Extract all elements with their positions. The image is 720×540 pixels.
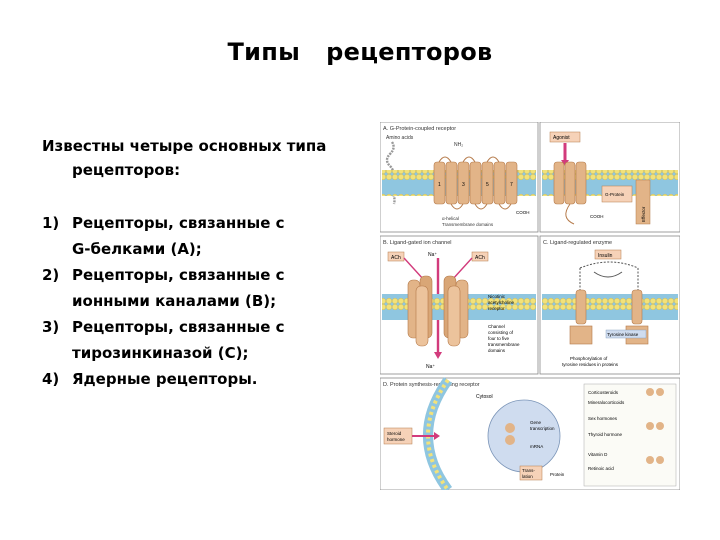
nucleus xyxy=(487,399,561,473)
list-item: 4) Ядерные рецепторы. xyxy=(42,366,342,392)
nucleus-label-2: transcription xyxy=(530,426,555,431)
effector-label: Effector xyxy=(641,206,646,222)
helix-label-3: 3 xyxy=(462,182,465,188)
ion-bottom-label: Na⁺ xyxy=(426,364,435,370)
list-item-line-1: Рецепторы, связанные с xyxy=(72,318,285,336)
helix-label-5: 5 xyxy=(486,182,489,188)
receptor-diagram-figure: A. G-Protein-coupled receptor Amino acid… xyxy=(380,122,680,490)
panel-a-agonist: Agonist COOH G-Protein Effector xyxy=(539,122,680,233)
tm-label-1: α-helical xyxy=(442,216,459,221)
list-item-number: 3) xyxy=(42,318,60,336)
b-label-1: Nicotinic xyxy=(488,294,506,299)
phos-label-1: Phosphorylation of xyxy=(570,356,608,361)
tm-label-2: Transmembrane domains xyxy=(442,222,494,227)
legend-item-3: Sex hormones xyxy=(588,416,618,421)
receptor-types-list: 1) Рецепторы, связанные с G-белками (А);… xyxy=(42,210,342,392)
list-item-line-1: Рецепторы, связанные с xyxy=(72,266,285,284)
list-item-line-2: G-белками (А); xyxy=(72,240,202,258)
legend-item-6: Retinoic acid xyxy=(588,466,614,471)
translation-label-1: Trans- xyxy=(522,468,535,473)
list-item-line-1: Ядерные рецепторы. xyxy=(72,370,258,388)
agonist-label: Agonist xyxy=(553,135,570,141)
mrna-label: mRNA xyxy=(530,444,543,449)
list-item: 3) Рецепторы, связанные с тирозинкиназой… xyxy=(42,314,342,366)
panel-b-title: B. Ligand-gated ion channel xyxy=(383,240,452,246)
panel-d: D. Protein synthesis-regulating receptor… xyxy=(380,377,680,490)
ach-right-label: ACh xyxy=(475,255,485,261)
list-item: 2) Рецепторы, связанные с ионными канала… xyxy=(42,262,342,314)
effector-box xyxy=(635,179,651,225)
ach-left-label: ACh xyxy=(391,255,401,261)
ligand-legend xyxy=(583,383,677,487)
panel-a-title: A. G-Protein-coupled receptor xyxy=(383,126,456,132)
helix-label-7: 7 xyxy=(510,182,513,188)
receptor-diagram: A. G-Protein-coupled receptor Amino acid… xyxy=(380,122,680,490)
b-label-6: four to five xyxy=(488,336,510,341)
list-item-line-1: Рецепторы, связанные с xyxy=(72,214,285,232)
helices-a xyxy=(433,161,518,205)
intro-text: Известны четыре основных типа рецепторов… xyxy=(42,134,342,182)
amino-acids-label: Amino acids xyxy=(386,135,414,141)
hormone-label-2: hormone xyxy=(387,437,405,442)
list-item: 1) Рецепторы, связанные с G-белками (А); xyxy=(42,210,342,262)
intro-line-1: Известны четыре основных типа xyxy=(42,137,327,155)
g-protein-box xyxy=(601,185,633,203)
list-item-number: 1) xyxy=(42,214,60,232)
g-protein-label: G-Protein xyxy=(605,192,625,197)
panel-d-title: D. Protein synthesis-regulating receptor xyxy=(383,382,480,388)
b-label-3: receptor xyxy=(488,306,505,311)
channel-b xyxy=(407,275,469,347)
translation-label-2: lation xyxy=(522,474,533,479)
legend-item-4: Thyroid hormone xyxy=(588,432,623,437)
ion-top-label: Na⁺ xyxy=(428,252,437,258)
protein-label: Protein xyxy=(550,472,565,477)
list-item-line-2: тирозинкиназой (С); xyxy=(72,344,249,362)
cooh-label-a: COOH xyxy=(516,210,530,215)
hormone-label-1: Steroid xyxy=(387,431,402,436)
b-label-5: consisting of xyxy=(488,330,514,335)
list-item-line-2: ионными каналами (В); xyxy=(72,292,277,310)
b-label-2: acetylcholine xyxy=(488,300,515,305)
panel-b: B. Ligand-gated ion channel ACh ACh Na⁺ … xyxy=(380,235,539,375)
cooh-label-a2: COOH xyxy=(590,214,604,219)
nh2-label: NH₂ xyxy=(454,142,463,148)
b-label-7: transmembrane xyxy=(488,342,520,347)
legend-item-1: Corticosteroids xyxy=(588,390,619,395)
list-item-number: 4) xyxy=(42,370,60,388)
agonist-box xyxy=(549,131,581,143)
intro-line-2: рецепторов: xyxy=(72,161,181,179)
panel-c: C. Ligand-regulated enzyme Insulin Tyros… xyxy=(539,235,680,375)
cytosol-label: Cytosol xyxy=(476,394,493,400)
nucleus-label-1: Gene xyxy=(530,420,542,425)
tyrosine-kinase-label: Tyrosine kinase xyxy=(607,332,639,337)
b-label-4: Channel xyxy=(488,324,505,329)
panel-a: A. G-Protein-coupled receptor Amino acid… xyxy=(380,122,539,233)
legend-item-5: Vitamin D xyxy=(588,452,608,457)
helix-label-1: 1 xyxy=(438,182,441,188)
membrane-c xyxy=(542,294,678,320)
list-item-number: 2) xyxy=(42,266,60,284)
b-label-8: domains xyxy=(488,348,506,353)
page-title: Типы рецепторов xyxy=(227,38,493,66)
insulin-label: Insulin xyxy=(598,253,613,259)
legend-item-2: Mineralocorticoids xyxy=(588,400,625,405)
panel-c-title: C. Ligand-regulated enzyme xyxy=(543,240,612,246)
phos-label-2: tyrosine residues in proteins xyxy=(562,362,619,367)
